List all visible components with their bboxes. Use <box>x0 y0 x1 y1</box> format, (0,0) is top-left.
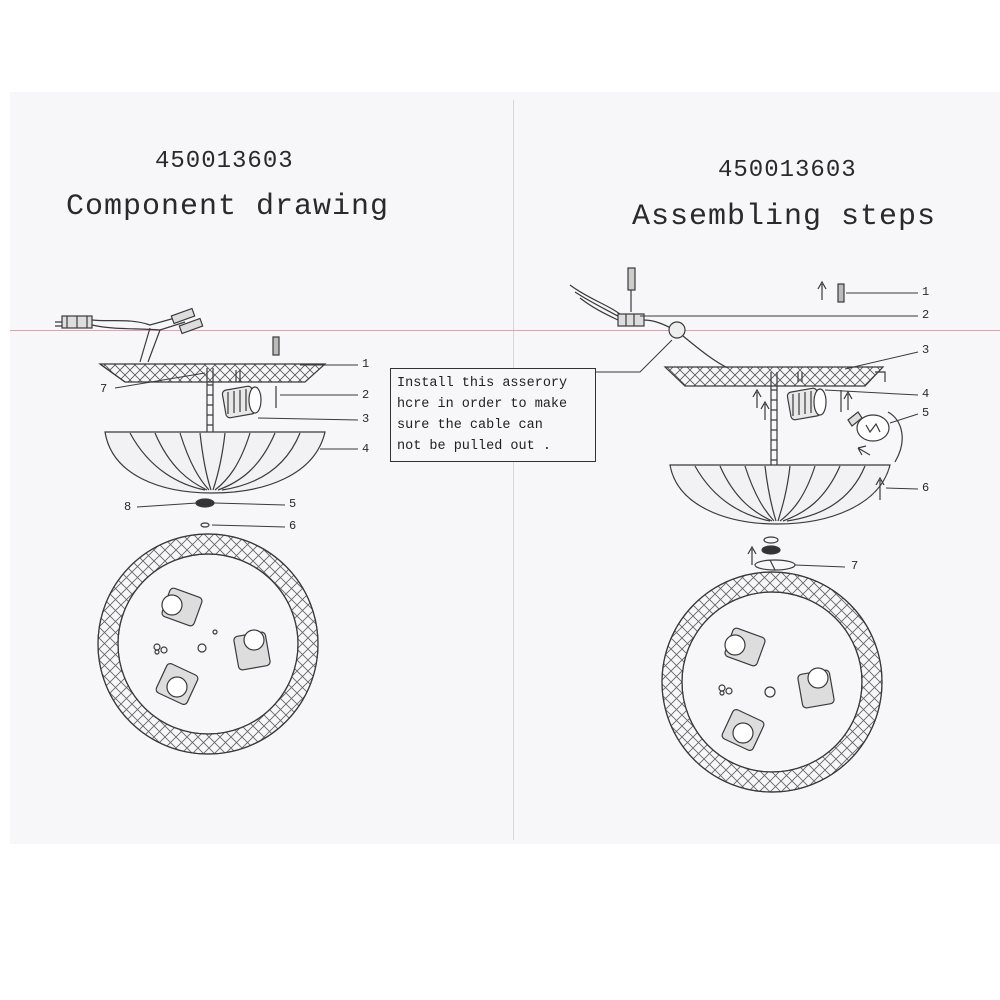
leader-lines-left <box>114 364 359 528</box>
ring-plan-view-left <box>97 533 319 755</box>
install-note-box: Install this asserory hcre in order to m… <box>390 368 596 462</box>
right-callout-6: 6 <box>922 481 930 495</box>
socket-3 <box>155 663 199 705</box>
ring-plan-view-right <box>661 571 883 793</box>
light-bulb-right <box>847 411 903 463</box>
right-title: Assembling steps <box>632 200 937 234</box>
right-callout-4: 4 <box>922 387 930 401</box>
left-callout-1: 1 <box>362 357 370 371</box>
bulb-holder-left <box>221 370 262 419</box>
threaded-rod-right <box>752 372 778 470</box>
right-callout-1: 1 <box>922 285 930 299</box>
socket-1 <box>161 587 203 627</box>
note-line-4: not be pulled out . <box>397 439 551 454</box>
note-line-1: Install this asserory <box>397 376 568 391</box>
right-assembly-drawing <box>569 267 919 793</box>
nut-washer-right <box>747 536 796 571</box>
right-callout-7: 7 <box>851 559 859 573</box>
right-part-number: 450013603 <box>718 157 857 184</box>
note-line-3: sure the cable can <box>397 418 543 433</box>
mains-wires-right <box>569 284 729 369</box>
socket-r1 <box>724 627 766 667</box>
note-line-2: hcre in order to make <box>397 397 568 412</box>
glass-bowl-left <box>104 431 326 494</box>
margin-line <box>10 330 1000 331</box>
left-callout-5: 5 <box>289 497 297 511</box>
left-part-number: 450013603 <box>155 148 294 175</box>
left-callout-8: 8 <box>124 500 132 514</box>
socket-2 <box>233 629 271 671</box>
left-callout-6: 6 <box>289 519 297 533</box>
left-component-drawing <box>55 307 359 755</box>
wire-connector-left <box>55 307 204 363</box>
left-callout-4: 4 <box>362 442 370 456</box>
panel-divider <box>513 100 514 840</box>
leader-lines-right <box>640 292 919 568</box>
right-callout-2: 2 <box>922 308 930 322</box>
socket-r3 <box>721 709 765 751</box>
right-callout-3: 3 <box>922 343 930 357</box>
left-callout-7: 7 <box>100 382 108 396</box>
glass-bowl-right <box>669 464 891 525</box>
screws-right <box>817 280 853 412</box>
right-callout-5: 5 <box>922 406 930 420</box>
socket-r2 <box>797 667 835 709</box>
canopy-plate-right <box>663 366 886 387</box>
left-callout-2: 2 <box>362 388 370 402</box>
left-title: Component drawing <box>66 190 390 224</box>
note-pointer <box>596 339 673 373</box>
left-callout-3: 3 <box>362 412 370 426</box>
screwdriver-right <box>627 267 636 312</box>
screw-left <box>272 336 280 408</box>
nut-washer-left <box>195 498 215 528</box>
bulb-holder-right <box>786 372 827 421</box>
